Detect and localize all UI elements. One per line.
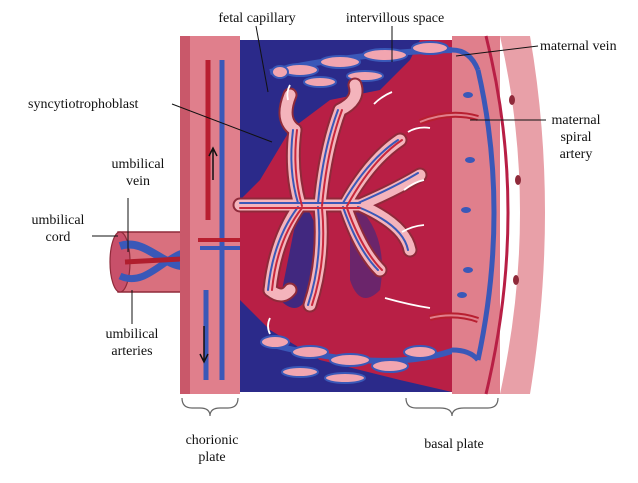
label-chorionic-plate-line1: chorionic <box>185 433 239 448</box>
chorionic-plate-brace <box>181 397 239 417</box>
upflow-arrow <box>208 146 218 180</box>
basal-plate-brace <box>405 397 499 417</box>
label-chorionic-plate-line2: plate <box>198 450 226 465</box>
downflow-arrow <box>199 326 209 364</box>
leader-syncytiotrophoblast <box>171 103 273 143</box>
label-umbilical-cord: umbilical cord <box>18 212 98 246</box>
label-umbilical-vein: umbilical vein <box>98 156 178 190</box>
maternal-flow-arrows <box>267 84 431 335</box>
label-intervillous-space: intervillous space <box>345 11 445 26</box>
label-umbilical-cord-line1: umbilical <box>31 213 85 228</box>
lower-vein-cells <box>260 335 462 384</box>
leader-maternal-vein <box>455 45 539 57</box>
label-maternal-spiral-artery-line2: spiral <box>560 130 592 145</box>
label-maternal-spiral-artery-line3: artery <box>559 147 593 162</box>
basal-plate-shape <box>418 35 545 395</box>
label-syncytiotrophoblast: syncytiotrophoblast <box>28 97 139 112</box>
label-umbilical-arteries-line1: umbilical <box>105 327 159 342</box>
chorionic-plate-shape <box>180 36 240 394</box>
chorionic-villus-tree <box>232 77 428 313</box>
label-chorionic-plate: chorionic plate <box>172 432 252 466</box>
leader-fetal-capillary <box>255 25 269 93</box>
label-umbilical-arteries-line2: arteries <box>111 344 153 359</box>
label-maternal-spiral-artery-line1: maternal <box>551 113 601 128</box>
label-umbilical-cord-line2: cord <box>45 230 71 245</box>
leader-lines <box>92 25 546 324</box>
label-maternal-vein: maternal vein <box>540 39 617 54</box>
label-umbilical-vein-line1: umbilical <box>111 157 165 172</box>
label-fetal-capillary: fetal capillary <box>218 11 296 26</box>
label-umbilical-vein-line2: vein <box>125 174 151 189</box>
label-umbilical-arteries: umbilical arteries <box>90 326 174 360</box>
label-maternal-spiral-artery: maternal spiral artery <box>536 112 616 163</box>
label-basal-plate: basal plate <box>424 437 484 452</box>
